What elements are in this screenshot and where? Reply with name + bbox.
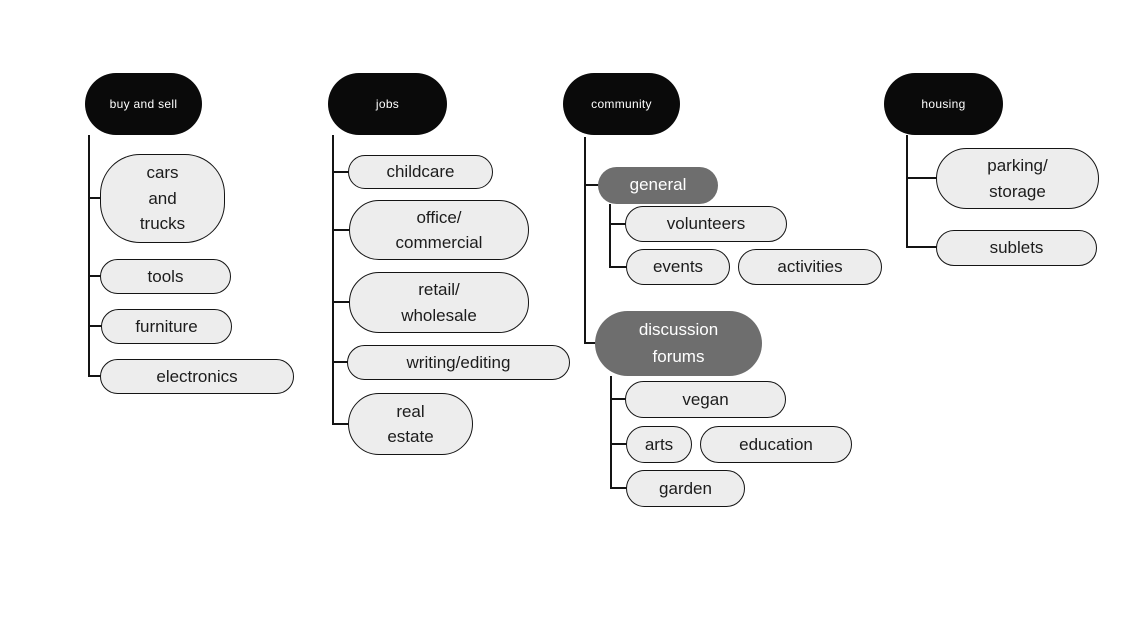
node-general: general	[598, 167, 718, 204]
tick-vegan	[610, 398, 626, 400]
tick-cars-and-trucks	[88, 197, 101, 199]
node-activities: activities	[738, 249, 882, 285]
node-office-commercial: office/ commercial	[349, 200, 529, 260]
tick-events	[609, 266, 627, 268]
buy-and-sell-trunk-line	[88, 135, 90, 377]
tick-parking-storage	[906, 177, 937, 179]
tick-sublets	[906, 246, 937, 248]
node-arts: arts	[626, 426, 692, 463]
tick-furniture	[88, 325, 102, 327]
node-furniture: furniture	[101, 309, 232, 344]
housing-trunk-line	[906, 135, 908, 248]
general-trunk-line	[609, 204, 611, 268]
tick-writing-editing	[332, 361, 348, 363]
tick-tools	[88, 275, 101, 277]
tick-general	[584, 184, 599, 186]
community-trunk-line	[584, 137, 586, 344]
tick-real-estate	[332, 423, 349, 425]
node-community: community	[563, 73, 680, 135]
node-buy-and-sell: buy and sell	[85, 73, 202, 135]
tick-volunteers	[609, 223, 626, 225]
node-tools: tools	[100, 259, 231, 294]
tick-electronics	[88, 375, 101, 377]
tick-retail-wholesale	[332, 301, 350, 303]
node-retail-wholesale: retail/ wholesale	[349, 272, 529, 333]
node-education: education	[700, 426, 852, 463]
tick-discussion-forums	[584, 342, 596, 344]
node-jobs: jobs	[328, 73, 447, 135]
jobs-trunk-line	[332, 135, 334, 425]
node-parking-storage: parking/ storage	[936, 148, 1099, 209]
node-cars-and-trucks: cars and trucks	[100, 154, 225, 243]
node-writing-editing: writing/editing	[347, 345, 570, 380]
node-volunteers: volunteers	[625, 206, 787, 242]
node-childcare: childcare	[348, 155, 493, 189]
node-events: events	[626, 249, 730, 285]
tick-arts	[610, 443, 627, 445]
node-garden: garden	[626, 470, 745, 507]
tick-childcare	[332, 171, 349, 173]
discussion-forums-trunk-line	[610, 376, 612, 489]
tick-garden	[610, 487, 627, 489]
node-housing: housing	[884, 73, 1003, 135]
node-discussion-forums: discussion forums	[595, 311, 762, 376]
node-vegan: vegan	[625, 381, 786, 418]
tick-office-commercial	[332, 229, 350, 231]
node-sublets: sublets	[936, 230, 1097, 266]
node-real-estate: real estate	[348, 393, 473, 455]
node-electronics: electronics	[100, 359, 294, 394]
